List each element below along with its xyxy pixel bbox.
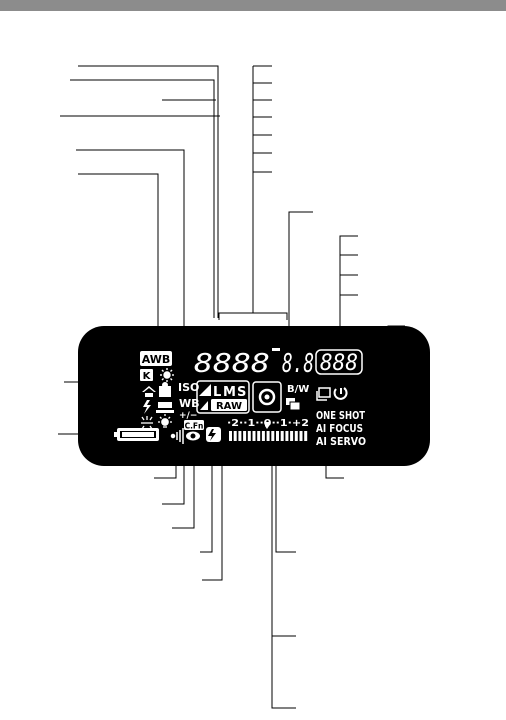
red-eye-icon <box>186 431 200 441</box>
metering-icon <box>258 388 276 406</box>
bracketing-icon <box>286 398 301 411</box>
exposure-level-segment <box>285 431 289 441</box>
cfn-label: C.Fn <box>185 422 204 431</box>
battery-icon <box>114 428 159 441</box>
leader-line <box>172 444 195 529</box>
kelvin-label: K <box>143 371 152 382</box>
af-one-shot-label: ONE SHOT <box>316 409 365 422</box>
kelvin-badge <box>140 369 153 381</box>
leader-line <box>76 149 185 395</box>
exposure-level-segment <box>247 431 251 441</box>
metering-frame <box>252 381 282 413</box>
leader-line <box>275 444 296 553</box>
flash-exposure-comp-icon <box>206 427 221 442</box>
raw-label: RAW <box>216 401 242 412</box>
exposure-level-segment <box>294 431 298 441</box>
awb-badge <box>140 351 172 366</box>
leader-line <box>288 211 313 346</box>
exposure-level-bars <box>229 431 308 441</box>
exposure-level-segment <box>271 431 275 441</box>
exposure-level-segment <box>238 431 242 441</box>
leader-line <box>339 235 358 346</box>
header-bar <box>0 0 506 11</box>
awb-label: AWB <box>142 353 171 366</box>
custom-wb-icon <box>156 402 174 413</box>
af-ai-servo-label: AI SERVO <box>316 435 366 448</box>
separator-dash <box>272 348 280 351</box>
beep-icon <box>170 428 184 444</box>
shutter-speed-digits: 8888 <box>194 349 270 379</box>
quality-normal-icon <box>200 401 208 410</box>
wb-plus-minus-label: +/− <box>179 411 197 421</box>
shot-counter-frame <box>315 349 363 375</box>
exposure-level-segment <box>280 431 284 441</box>
exposure-level-segment <box>266 431 270 441</box>
af-ai-focus-label: AI FOCUS <box>316 422 363 435</box>
leader-line <box>218 312 288 320</box>
aperture-digits: 8.8 <box>282 349 314 379</box>
leader-line <box>78 65 219 318</box>
exposure-level-segment <box>299 431 303 441</box>
cloudy-icon <box>159 382 171 397</box>
exposure-level-segment <box>233 431 237 441</box>
metering-center-dot <box>264 394 270 400</box>
daylight-icon <box>160 368 174 382</box>
bw-label: B/W <box>287 384 309 395</box>
size-s-label: S <box>237 385 246 400</box>
shot-counter-digits: 888 <box>320 351 358 376</box>
exposure-level-segment <box>276 431 279 441</box>
flash-wb-icon <box>143 400 151 414</box>
exposure-level-segment <box>257 431 261 441</box>
exposure-level-segment <box>304 431 308 441</box>
exposure-level-segment <box>229 431 232 441</box>
leader-line <box>70 79 215 318</box>
lcd-panel <box>78 326 430 466</box>
cfn-badge <box>184 420 204 430</box>
image-size-frame <box>196 380 250 414</box>
self-timer-icon <box>333 387 348 400</box>
size-l-label: L <box>213 385 221 400</box>
shade-icon <box>142 386 156 397</box>
wb-label: WB <box>179 397 200 410</box>
leader-line <box>78 173 159 344</box>
exposure-pointer <box>265 422 269 429</box>
drive-mode-icon <box>316 387 331 401</box>
leader-line <box>271 636 296 709</box>
iso-label: ISO <box>178 381 199 394</box>
exposure-level-segment <box>252 431 256 441</box>
size-m-label: M <box>223 385 236 400</box>
exposure-level-segment <box>261 431 265 441</box>
exposure-level-segment <box>290 431 294 441</box>
tungsten-icon <box>158 414 172 428</box>
quality-fine-icon <box>199 384 211 396</box>
leader-line <box>200 450 213 553</box>
raw-badge <box>211 399 247 411</box>
exposure-level-segment <box>243 431 247 441</box>
